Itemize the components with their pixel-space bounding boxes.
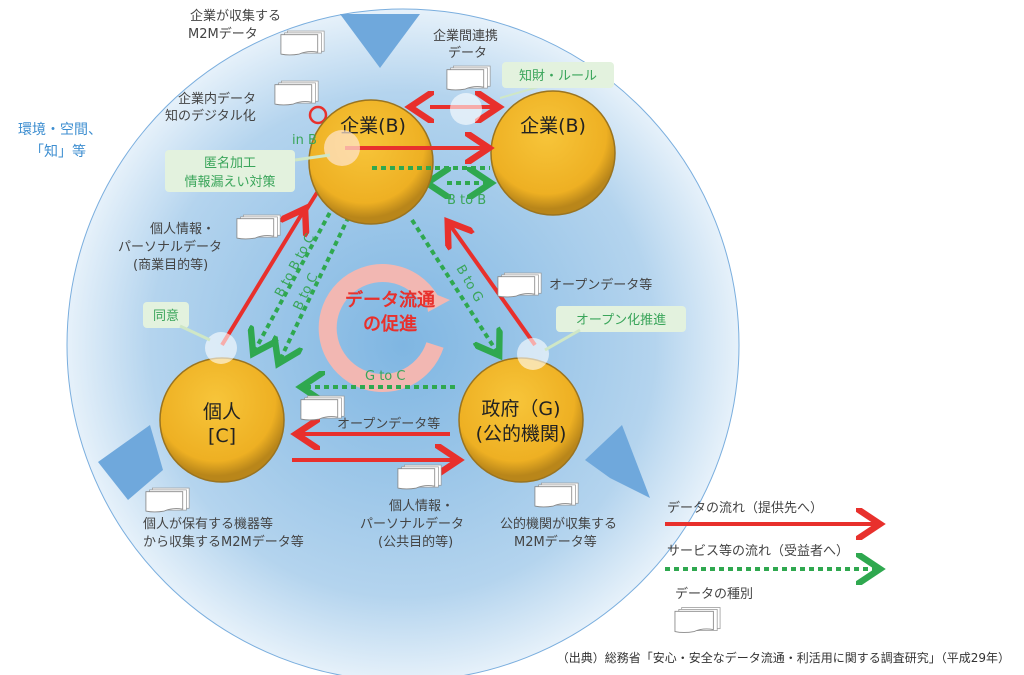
g-to-b-data-arrow [450, 225, 537, 347]
node-label: 個人 [203, 401, 241, 423]
environment-label-line2: 「知」等 [30, 143, 86, 160]
label-public-m2m: M2Mデータ等 [514, 534, 597, 550]
document-icon [397, 464, 442, 490]
label-open-data: オープンデータ等 [337, 416, 440, 432]
input-arrow-right [585, 425, 650, 498]
label-inter-corp: 企業間連携 [433, 28, 498, 44]
label-personal-commercial: 個人情報・ [150, 222, 215, 237]
source-citation: （出典）総務省「安心・安全なデータ流通・利活用に関する調査研究」（平成29年） [557, 650, 1010, 665]
callout-consent: 同意 [153, 308, 179, 324]
label-personal-public: 個人情報・ [389, 499, 454, 514]
document-icon [274, 80, 319, 106]
label-internal: 知のデジタル化 [165, 108, 256, 124]
label-b-to-b: B to B [447, 193, 486, 208]
document-icon [497, 272, 542, 298]
legend-data-flow-label: データの流れ（提供先へ） [667, 500, 823, 516]
in-b-loop-icon [308, 105, 328, 125]
input-arrow-left [98, 425, 163, 500]
label-corp-m2m: M2Mデータ [188, 26, 258, 42]
input-arrow-top [340, 14, 420, 68]
label-internal: 企業内データ [178, 91, 256, 107]
label-personal-public: (公共目的等) [378, 534, 453, 550]
label-personal-commercial: (商業目的等) [133, 257, 208, 273]
callout-anonymize-line1: 匿名加工 [204, 155, 256, 171]
callout-ip-rules: 知財・ルール [519, 68, 597, 84]
document-icon [280, 30, 325, 56]
node-label: (公的機関) [476, 423, 567, 445]
node-label: 企業(B) [520, 115, 586, 137]
label-open-data: オープンデータ等 [549, 277, 652, 293]
b-to-g-arrow [410, 218, 497, 352]
node-government-g[interactable]: 政府（G) (公的機関) [458, 357, 584, 483]
node-company-b2[interactable]: 企業(B) [490, 90, 616, 216]
legend-data-type-label: データの種別 [675, 586, 753, 602]
callout-anonymize-line2: 情報漏えい対策 [184, 174, 275, 190]
center-title-line1: データ流通 [345, 289, 435, 311]
c-to-b-data-arrow [220, 212, 303, 347]
callout-open-promotion: オープン化推進 [576, 313, 666, 328]
document-icon [236, 214, 281, 240]
node-individual-c[interactable]: 個人 [C] [159, 357, 285, 483]
node-company-b1[interactable]: 企業(B) [308, 99, 434, 225]
legend-document-icon [674, 607, 721, 633]
data-type-labels: 企業が収集する M2Mデータ 企業間連携 データ 企業内データ 知のデジタル化 … [118, 8, 652, 550]
label-personal-public: パーソナルデータ [360, 516, 464, 532]
callouts: 知財・ルール 匿名加工 情報漏えい対策 同意 オープン化推進 [143, 62, 686, 370]
cycle-arrowhead-icon [425, 290, 450, 312]
label-g-to-c: G to C [365, 369, 405, 384]
node-label: [C] [208, 425, 236, 447]
label-in-b: in B [292, 133, 317, 148]
label-corp-m2m: 企業が収集する [190, 8, 281, 24]
legend-service-flow-label: サービス等の流れ（受益者へ） [667, 543, 849, 559]
center-title-line2: の促進 [363, 313, 417, 335]
label-device-m2m: から収集するM2Mデータ等 [143, 534, 304, 550]
legend: データの流れ（提供先へ） サービス等の流れ（受益者へ） データの種別 [665, 500, 876, 633]
document-icon [446, 65, 491, 91]
document-icon [145, 487, 190, 513]
promotion-cycle-icon [318, 264, 444, 392]
label-device-m2m: 個人が保有する機器等 [143, 516, 273, 532]
node-label: 政府（G) [481, 398, 560, 420]
b-to-b-to-c-arrow [255, 204, 336, 350]
label-public-m2m: 公的機関が収集する [500, 516, 617, 532]
label-personal-commercial: パーソナルデータ [118, 239, 222, 255]
node-label: 企業(B) [340, 115, 406, 137]
environment-label-line1: 環境・空間、 [18, 122, 102, 138]
label-inter-corp: データ [448, 45, 487, 61]
document-icon [534, 482, 579, 508]
